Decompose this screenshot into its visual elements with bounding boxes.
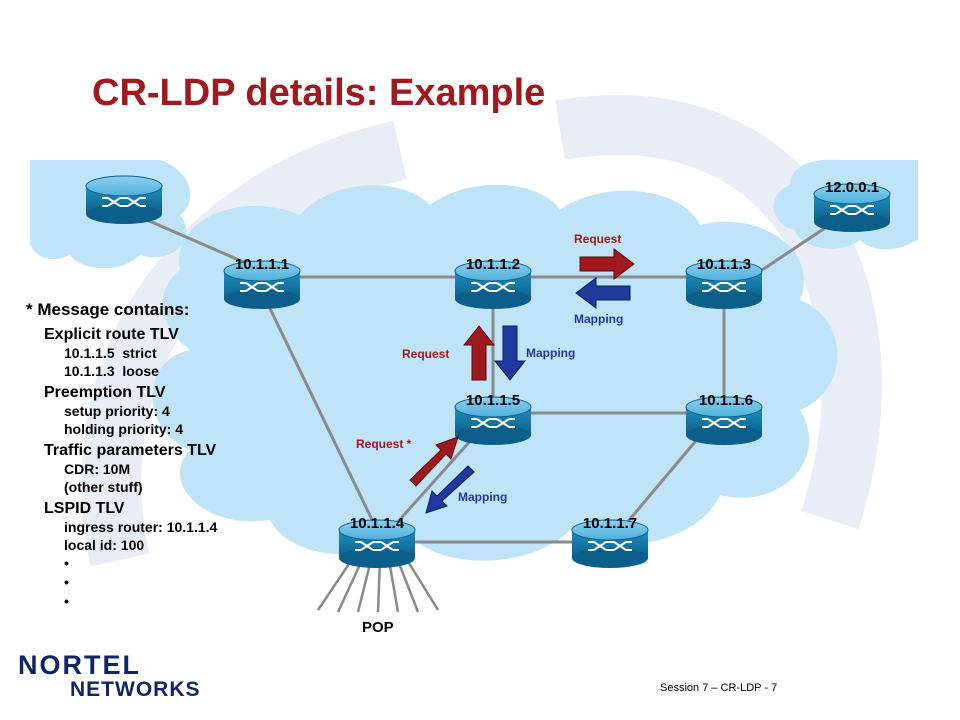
mapping-arrow-low: [425, 465, 475, 514]
link-r1-r4: [260, 291, 379, 531]
tlv-item: local id: 100: [64, 537, 145, 553]
request-label-mid: Request: [402, 347, 449, 361]
pop-label: POP: [362, 619, 394, 636]
request-arrow-low: [409, 436, 459, 487]
tlv-item: 10.1.1.3 loose: [64, 363, 159, 379]
tlv-item: setup priority: 4: [64, 403, 170, 419]
main-cloud: [152, 184, 838, 561]
router-ext-left: [85, 175, 163, 225]
message-header: * Message contains:: [26, 300, 190, 319]
message-contents: * Message contains: Explicit route TLV 1…: [26, 300, 217, 611]
links: [123, 208, 853, 544]
mapping-arrow-top: [575, 277, 631, 309]
router-label-r6: 10.1.1.6: [699, 392, 753, 409]
mapping-arrow-mid: [493, 325, 527, 381]
router-label-r7: 10.1.1.7: [583, 515, 637, 532]
tlv-lspid: LSPID TLV: [44, 500, 125, 517]
link-r5-r4: [393, 428, 482, 527]
mapping-label-top: Mapping: [574, 312, 623, 326]
router-label-r5: 10.1.1.5: [466, 392, 520, 409]
request-arrow-mid: [462, 325, 496, 381]
router-label-ext-right: 12.0.0.1: [825, 179, 879, 196]
tlv-item: (other stuff): [64, 479, 143, 495]
tlv-item: CDR: 10M: [64, 461, 131, 477]
router-label-r2: 10.1.1.2: [466, 256, 520, 273]
networks-logo: NETWORKS: [70, 678, 201, 701]
router-label-r1: 10.1.1.1: [235, 256, 289, 273]
request-label-top: Request: [574, 232, 621, 246]
bullet: •: [64, 574, 69, 590]
tlv-explicit-route: Explicit route TLV: [44, 326, 179, 343]
mapping-label-low: Mapping: [458, 490, 507, 504]
request-arrow-top: [579, 248, 635, 280]
slide-title: CR-LDP details: Example: [92, 72, 546, 114]
tlv-item: 10.1.1.5 strict: [64, 345, 157, 361]
link-r6-r7: [623, 429, 707, 526]
footer-text: Session 7 – CR-LDP - 7: [660, 682, 778, 694]
router-label-r3: 10.1.1.3: [697, 256, 751, 273]
bullet: •: [64, 555, 69, 571]
mapping-label-mid: Mapping: [526, 346, 575, 360]
tlv-preemption: Preemption TLV: [44, 384, 166, 401]
bullet: •: [64, 593, 69, 609]
tlv-item: holding priority: 4: [64, 421, 183, 437]
request-label-low: Request *: [356, 437, 412, 451]
tlv-traffic-parameters: Traffic parameters TLV: [44, 442, 217, 459]
tlv-item: ingress router: 10.1.1.4: [64, 519, 218, 535]
router-label-r4: 10.1.1.4: [350, 515, 405, 532]
nortel-logo: NORTEL: [18, 650, 141, 680]
